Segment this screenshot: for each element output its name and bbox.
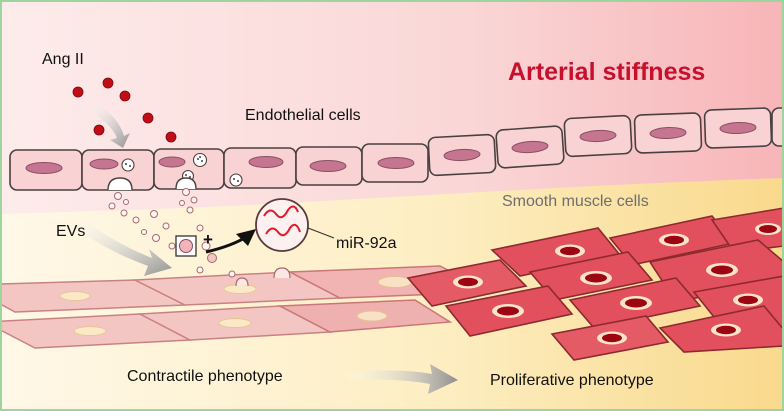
proliferative-smooth-muscle-layer bbox=[406, 207, 784, 361]
ev-docking-bud bbox=[235, 277, 249, 287]
vesicle-release-arrow-icon bbox=[74, 218, 172, 276]
endothelial-cell bbox=[771, 107, 784, 147]
endothelial-cells-label: Endothelial cells bbox=[245, 107, 361, 124]
smooth-muscle-cells-label: Smooth muscle cells bbox=[502, 193, 649, 210]
budding-vesicle-pit bbox=[175, 177, 197, 190]
phenotype-switch-arrow-icon bbox=[346, 364, 458, 394]
proliferative-cell bbox=[568, 277, 702, 329]
endothelial-cell bbox=[295, 146, 363, 186]
diagram-title: Arterial stiffness bbox=[508, 58, 705, 86]
endothelial-cell bbox=[9, 149, 83, 191]
proliferative-cell bbox=[550, 315, 670, 361]
endothelial-cell bbox=[495, 125, 565, 169]
endothelial-cell bbox=[361, 143, 429, 183]
endothelial-layer bbox=[9, 107, 784, 191]
endothelial-cell bbox=[427, 133, 497, 177]
proliferative-cell bbox=[658, 305, 784, 353]
proliferative-cell bbox=[710, 207, 784, 253]
endothelial-cell bbox=[563, 114, 633, 158]
ev-docking-bud bbox=[273, 267, 291, 279]
proliferative-cell bbox=[406, 259, 528, 307]
mir-92a-label: miR-92a bbox=[336, 235, 397, 252]
mirna-strand bbox=[263, 205, 299, 219]
endothelial-cell bbox=[633, 112, 703, 154]
ang-ii-molecules bbox=[72, 77, 177, 143]
budding-vesicle-pit bbox=[107, 177, 133, 191]
release-arrow-head-icon bbox=[236, 229, 256, 246]
plus-sign: + bbox=[203, 230, 213, 249]
selected-ev bbox=[175, 235, 197, 257]
mirna-leader-line bbox=[307, 227, 335, 239]
contractile-phenotype-label: Contractile phenotype bbox=[127, 368, 283, 385]
vesicle-cargo-dots bbox=[125, 156, 239, 182]
mirna-strand bbox=[265, 223, 301, 237]
ang-ii-label: Ang II bbox=[42, 51, 84, 68]
contractile-cell bbox=[132, 271, 343, 306]
extracellular-vesicles bbox=[108, 188, 236, 278]
contractile-cell bbox=[277, 299, 453, 333]
ang-ii-entry-arrow-icon bbox=[90, 104, 130, 148]
proliferative-cell bbox=[444, 285, 574, 337]
evs-label: EVs bbox=[56, 223, 85, 240]
mirna-zoom-bubble bbox=[255, 198, 309, 252]
proliferative-phenotype-label: Proliferative phenotype bbox=[490, 372, 654, 389]
endothelial-cell bbox=[703, 107, 773, 149]
contractile-cell bbox=[137, 305, 333, 341]
